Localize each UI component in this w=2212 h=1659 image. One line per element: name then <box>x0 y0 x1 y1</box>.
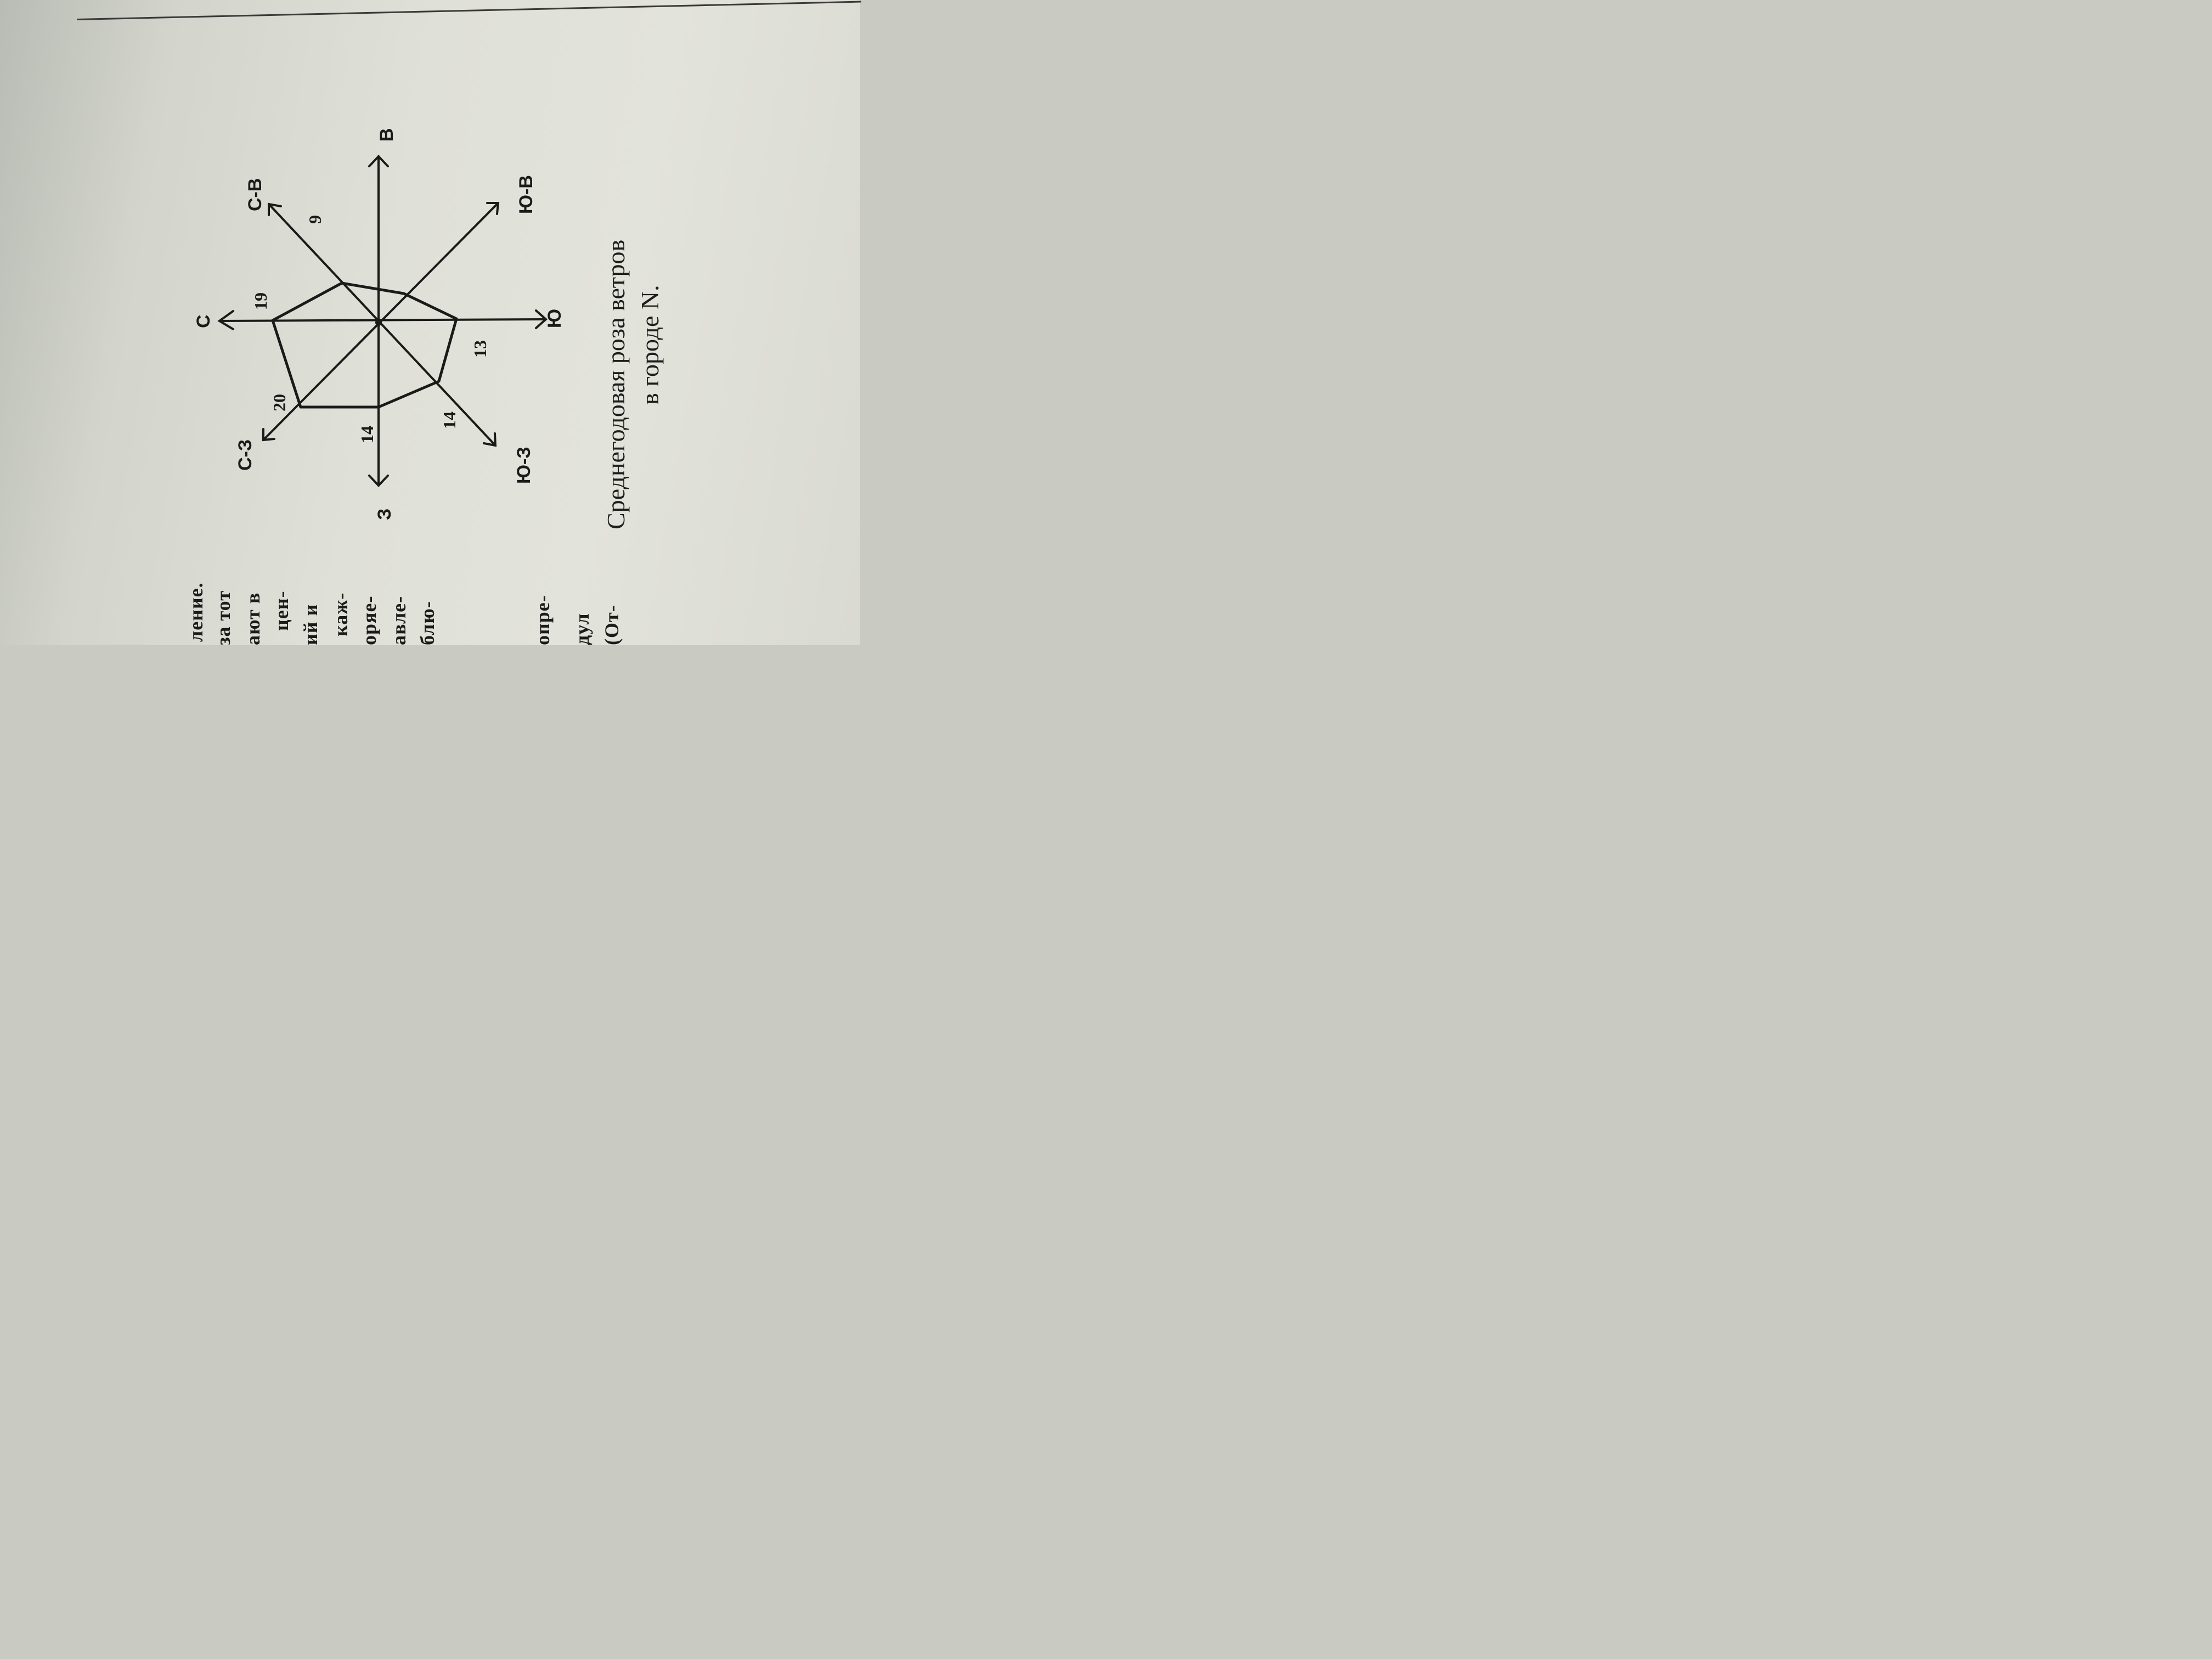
value-southwest: 14 <box>439 411 459 429</box>
axis-ne-sw <box>268 203 496 447</box>
center-point <box>375 319 382 326</box>
body-text-line: ают в <box>242 592 264 645</box>
body-text-line: ий и <box>300 603 321 645</box>
figure-caption-line-2: в городе N. <box>636 285 664 405</box>
arrow-north <box>217 310 234 330</box>
body-text-line: цен- <box>270 590 292 631</box>
value-south: 13 <box>470 340 490 358</box>
arrow-nw <box>262 428 275 442</box>
label-northeast: С-В <box>245 178 266 211</box>
label-northwest: С-З <box>235 439 256 471</box>
body-text-line: ление. <box>185 582 207 642</box>
arrow-ne <box>268 202 282 216</box>
value-northwest: 20 <box>269 394 289 411</box>
body-text-line: авле- <box>388 595 410 645</box>
label-east: В <box>376 128 397 142</box>
body-text-line: оряе- <box>358 595 380 645</box>
arrow-west <box>368 475 389 487</box>
label-southeast: Ю-В <box>516 175 537 214</box>
body-text-line: (От- <box>601 605 623 645</box>
textbook-page-photo: С С-В В Ю-В Ю Ю-З З С-З 19 9 13 14 14 20… <box>0 0 861 645</box>
body-text-line: за тот <box>212 590 234 645</box>
arrow-south <box>535 309 548 329</box>
body-text-line: опре- <box>532 595 554 645</box>
wind-rose-diagram: С С-В В Ю-В Ю Ю-З З С-З 19 9 13 14 14 20 <box>193 128 565 520</box>
body-text-line: дул <box>571 613 593 645</box>
label-southwest: Ю-З <box>514 447 534 484</box>
arrow-se <box>486 202 500 215</box>
figure-caption-line-1: Среднегодовая роза ветров <box>602 239 630 529</box>
body-text-line: блю- <box>416 601 438 645</box>
label-west: З <box>374 509 395 520</box>
wind-rose-polygon <box>271 281 458 409</box>
arrow-east <box>368 155 389 167</box>
value-west: 14 <box>357 426 377 443</box>
value-northeast: 9 <box>305 215 325 224</box>
value-north: 19 <box>251 292 270 310</box>
arrow-sw <box>483 432 497 447</box>
label-south: Ю <box>544 309 565 328</box>
label-north: С <box>193 314 214 328</box>
body-text-line: каж- <box>330 592 352 636</box>
